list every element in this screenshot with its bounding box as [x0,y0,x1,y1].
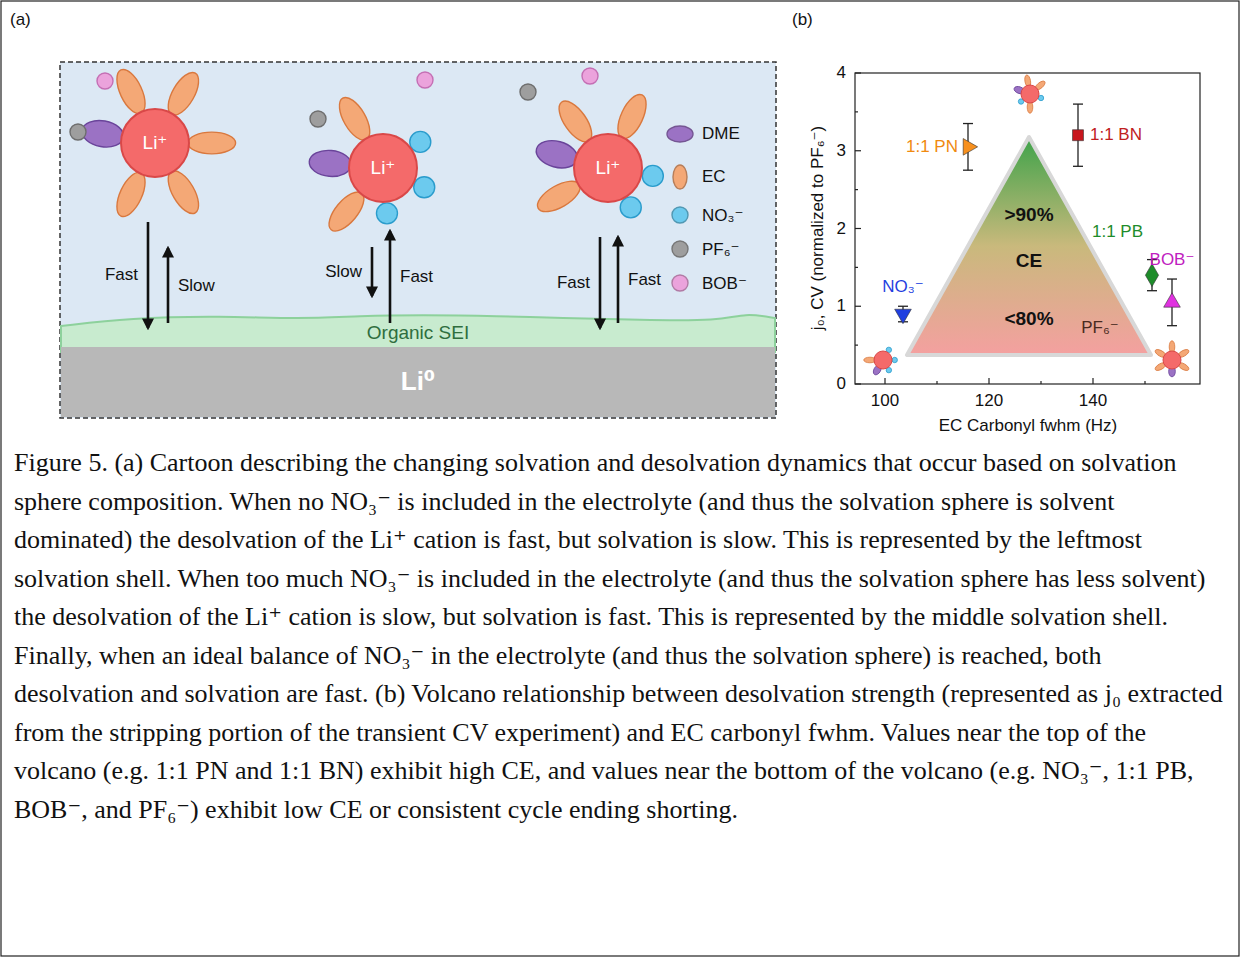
legend-swatch-box [664,164,696,190]
lithium-ion: Li⁺ [573,133,643,203]
tick-label: 140 [1079,391,1107,411]
lithium-metal: Li⁰ [61,347,775,417]
dme-molecule [80,117,126,150]
no3-molecule [414,177,435,198]
rate-label: Fast [103,265,140,285]
marker [1164,293,1181,307]
legend-swatch-box [664,121,696,147]
legend-swatch [672,241,688,257]
axis-title: EC Carbonyl fwhm (Hz) [939,416,1118,436]
plot-frame [855,73,1200,384]
figure-caption: Figure 5. (a) Cartoon describing the cha… [14,444,1226,829]
legend-swatch-box [664,202,696,228]
legend-swatch [672,207,688,223]
data-point [1164,279,1181,326]
legend-row: NO₃⁻ [664,202,743,228]
panel-label: (b) [792,10,813,30]
no3-molecule [642,165,663,186]
rate-arrow [147,222,150,328]
legend-row: PF₆⁻ [664,236,740,262]
li-ion-icon [1163,351,1181,369]
rate-label: Fast [626,270,663,290]
legend-row: DME [664,121,740,147]
bob-anion [97,73,113,89]
point-label: BOB⁻ [1150,250,1195,270]
data-point [895,306,912,323]
rate-label: Slow [323,262,364,282]
ion-label: Li⁺ [143,132,168,154]
ec-molecule [188,132,236,154]
lithium-ion: Li⁺ [348,133,418,203]
no3-molecule [376,203,397,224]
ce-label: CE [905,250,1153,272]
pf6-anion [70,124,86,140]
dme-molecule [308,149,352,178]
point-label: 1:1 BN [1090,125,1142,145]
solvation-shell [80,65,236,220]
solvation-icon [1154,341,1190,377]
tick-label: 1 [837,296,846,316]
rate-label: Fast [398,267,435,287]
lithium-ion: Li⁺ [120,108,190,178]
data-point [1073,104,1084,166]
ion-label: Li⁺ [596,157,621,179]
electrolyte-region [60,62,776,418]
rate-label: Slow [176,276,217,296]
solvation-icon [1013,75,1046,114]
bob-anion [582,68,598,84]
solvation-shell [533,90,664,218]
rate-arrow [167,248,170,323]
legend-text: DME [702,124,740,144]
tick-label: 3 [837,141,846,161]
point-label: NO₃⁻ [882,277,923,297]
no3-molecule [620,197,641,218]
tick-label: 4 [837,63,846,83]
point-label: 1:1 PN [906,137,958,157]
data-point [963,124,978,171]
error-bar [1073,104,1083,166]
marker [895,309,912,323]
legend-text: BOB⁻ [702,273,747,294]
metal-label: Li⁰ [401,367,436,397]
solvation-shell [308,93,435,237]
rate-arrow [599,237,602,328]
axis-title: j₀, CV (normalized to PF₆⁻) [808,126,828,330]
solvation-icon [864,347,898,376]
tick-label: 0 [837,374,846,394]
tick-label: 2 [837,219,846,239]
legend-swatch [673,165,687,189]
legend-swatch [667,126,693,142]
marker [1073,130,1084,141]
legend-swatch [672,275,688,291]
point-label: PF₆⁻ [1081,318,1119,338]
legend-row: BOB⁻ [664,270,747,296]
legend-text: NO₃⁻ [702,205,743,226]
sei-layer: Organic SEI [61,318,775,347]
legend-row: EC [664,164,726,190]
pf6-anion [310,111,326,127]
layer-label: Organic SEI [367,322,469,344]
legend-text: PF₆⁻ [702,239,740,260]
li-ion-icon [874,351,892,369]
legend-text: EC [702,167,726,187]
legend-swatch-box [664,270,696,296]
rate-label: Fast [555,273,592,293]
ion-label: Li⁺ [371,157,396,179]
point-label: 1:1 PB [1092,223,1143,243]
panel-label: (a) [10,10,31,30]
tick-label: 100 [871,391,899,411]
rate-arrow [617,237,620,323]
rate-arrow [371,247,374,296]
rate-arrow [389,231,392,323]
pf6-anion [520,84,536,100]
li-ion-icon [1021,85,1039,103]
tick-label: 120 [975,391,1003,411]
bob-anion [417,72,433,88]
marker [963,139,977,156]
no3-molecule [892,357,897,362]
legend-swatch-box [664,236,696,262]
